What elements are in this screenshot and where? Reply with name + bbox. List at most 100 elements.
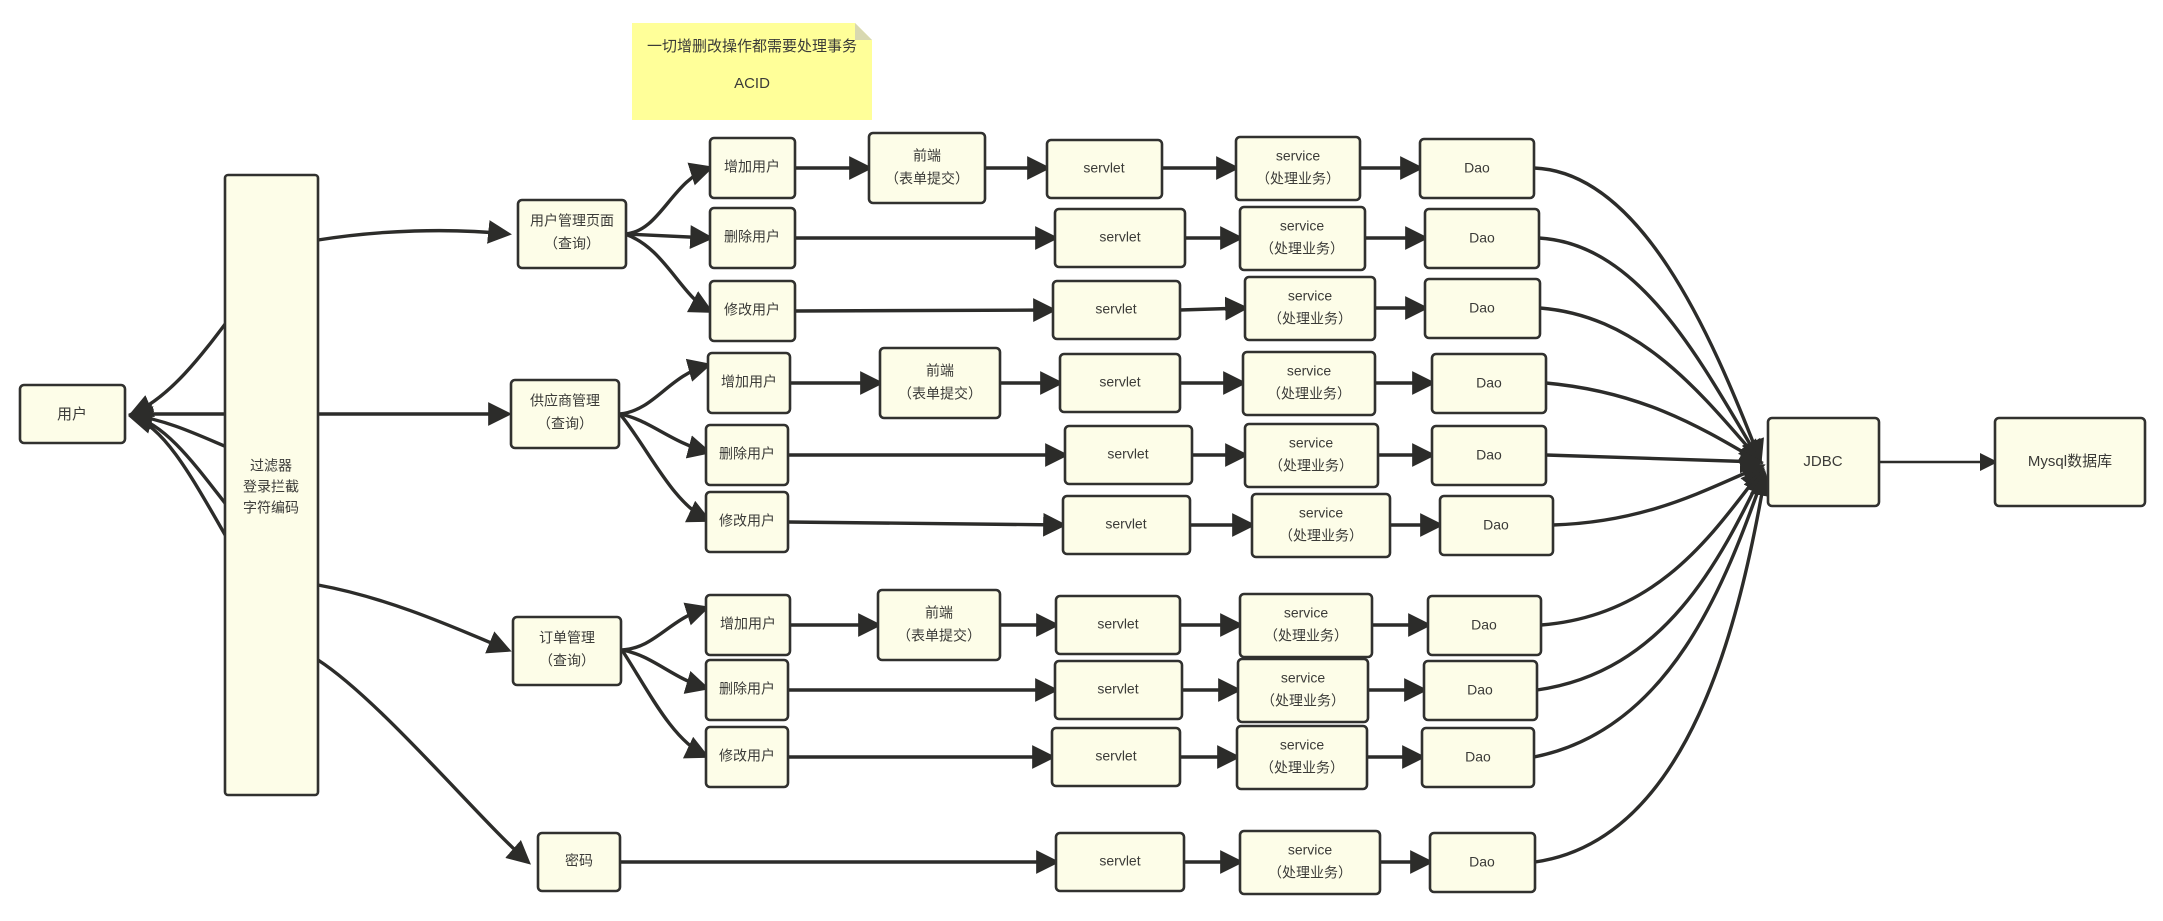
- module-box-4[interactable]: [536, 831, 622, 893]
- node-service-6[interactable]: service （处理业务）: [1250, 492, 1392, 559]
- dao-box-9[interactable]: [1420, 726, 1536, 789]
- node-action-delete-3[interactable]: 删除用户: [704, 658, 790, 722]
- node-servlet-1[interactable]: servlet: [1045, 138, 1164, 200]
- dao-box-8[interactable]: [1422, 659, 1539, 722]
- node-service-9[interactable]: service （处理业务）: [1235, 724, 1369, 791]
- node-user[interactable]: 用户: [18, 383, 127, 445]
- node-servlet-9[interactable]: servlet: [1050, 726, 1182, 788]
- node-module-supplier-management[interactable]: 供应商管理 （查询）: [509, 378, 621, 450]
- servlet-box-8[interactable]: [1053, 659, 1184, 721]
- action-box-delete-2[interactable]: [704, 423, 790, 487]
- node-module-password[interactable]: 密码: [536, 831, 622, 893]
- servlet-box-9[interactable]: [1050, 726, 1182, 788]
- service-box-9[interactable]: [1235, 724, 1369, 791]
- node-frontend-1[interactable]: 前端 （表单提交）: [867, 131, 987, 205]
- node-action-add-1[interactable]: 增加用户: [708, 136, 797, 200]
- node-action-add-3[interactable]: 增加用户: [704, 593, 792, 657]
- action-box-modify-2[interactable]: [704, 490, 790, 554]
- node-servlet-10[interactable]: servlet: [1054, 831, 1186, 893]
- node-filter[interactable]: 过滤器 登录拦截 字符编码: [223, 173, 320, 797]
- action-box-delete-3[interactable]: [704, 658, 790, 722]
- node-action-delete-2[interactable]: 删除用户: [704, 423, 790, 487]
- service-box-5[interactable]: [1243, 422, 1380, 489]
- module-box-2[interactable]: [509, 378, 621, 450]
- node-action-modify-3[interactable]: 修改用户: [704, 725, 790, 789]
- node-module-order-management[interactable]: 订单管理 （查询）: [511, 615, 623, 687]
- servlet-box-10[interactable]: [1054, 831, 1186, 893]
- servlet-box-4[interactable]: [1058, 352, 1182, 414]
- servlet-box-1[interactable]: [1045, 138, 1164, 200]
- node-servlet-6[interactable]: servlet: [1061, 494, 1192, 556]
- node-servlet-5[interactable]: servlet: [1063, 424, 1194, 486]
- service-box-1[interactable]: [1234, 135, 1362, 202]
- node-dao-7[interactable]: Dao: [1426, 594, 1543, 657]
- servlet-box-6[interactable]: [1061, 494, 1192, 556]
- node-action-delete-1[interactable]: 删除用户: [708, 206, 797, 270]
- node-dao-3[interactable]: Dao: [1423, 277, 1542, 340]
- node-servlet-7[interactable]: servlet: [1054, 594, 1182, 656]
- node-servlet-4[interactable]: servlet: [1058, 352, 1182, 414]
- servlet-box-5[interactable]: [1063, 424, 1194, 486]
- node-dao-1[interactable]: Dao: [1418, 137, 1536, 200]
- module-box-3[interactable]: [511, 615, 623, 687]
- node-dao-9[interactable]: Dao: [1420, 726, 1536, 789]
- node-service-4[interactable]: service （处理业务）: [1241, 350, 1377, 417]
- dao-box-7[interactable]: [1426, 594, 1543, 657]
- action-box-modify-3[interactable]: [704, 725, 790, 789]
- node-servlet-2[interactable]: servlet: [1053, 207, 1187, 269]
- servlet-box-3[interactable]: [1051, 279, 1182, 341]
- action-box-modify-1[interactable]: [708, 279, 797, 343]
- node-servlet-3[interactable]: servlet: [1051, 279, 1182, 341]
- frontend-box-2[interactable]: [878, 346, 1002, 420]
- node-servlet-8[interactable]: servlet: [1053, 659, 1184, 721]
- node-service-8[interactable]: service （处理业务）: [1236, 657, 1370, 724]
- node-service-3[interactable]: service （处理业务）: [1243, 275, 1377, 342]
- service-box-4[interactable]: [1241, 350, 1377, 417]
- node-action-modify-1[interactable]: 修改用户: [708, 279, 797, 343]
- node-frontend-3[interactable]: 前端 （表单提交）: [876, 588, 1002, 662]
- node-dao-5[interactable]: Dao: [1430, 424, 1548, 487]
- dao-box-3[interactable]: [1423, 277, 1542, 340]
- node-frontend-2[interactable]: 前端 （表单提交）: [878, 346, 1002, 420]
- user-box[interactable]: [18, 383, 127, 445]
- action-box-add-1[interactable]: [708, 136, 797, 200]
- mysql-box[interactable]: [1993, 416, 2147, 508]
- service-box-7[interactable]: [1238, 592, 1374, 659]
- dao-box-2[interactable]: [1423, 207, 1541, 270]
- dao-box-5[interactable]: [1430, 424, 1548, 487]
- service-box-2[interactable]: [1238, 205, 1367, 272]
- node-module-user-management[interactable]: 用户管理页面 （查询）: [516, 198, 628, 270]
- service-box-8[interactable]: [1236, 657, 1370, 724]
- jdbc-box[interactable]: [1766, 416, 1881, 508]
- service-box-10[interactable]: [1238, 829, 1382, 896]
- node-service-2[interactable]: service （处理业务）: [1238, 205, 1367, 272]
- frontend-box-1[interactable]: [867, 131, 987, 205]
- node-action-modify-2[interactable]: 修改用户: [704, 490, 790, 554]
- dao-box-4[interactable]: [1430, 352, 1548, 415]
- node-service-7[interactable]: service （处理业务）: [1238, 592, 1374, 659]
- frontend-box-3[interactable]: [876, 588, 1002, 662]
- node-dao-4[interactable]: Dao: [1430, 352, 1548, 415]
- dao-box-6[interactable]: [1438, 494, 1555, 557]
- node-service-1[interactable]: service （处理业务）: [1234, 135, 1362, 202]
- servlet-box-2[interactable]: [1053, 207, 1187, 269]
- service-box-6[interactable]: [1250, 492, 1392, 559]
- node-dao-8[interactable]: Dao: [1422, 659, 1539, 722]
- module-box-1[interactable]: [516, 198, 628, 270]
- node-service-5[interactable]: service （处理业务）: [1243, 422, 1380, 489]
- node-jdbc[interactable]: JDBC: [1766, 416, 1881, 508]
- node-action-add-2[interactable]: 增加用户: [706, 351, 792, 415]
- servlet-box-7[interactable]: [1054, 594, 1182, 656]
- dao-box-10[interactable]: [1428, 831, 1537, 894]
- service-box-3[interactable]: [1243, 275, 1377, 342]
- action-box-add-2[interactable]: [706, 351, 792, 415]
- node-service-10[interactable]: service （处理业务）: [1238, 829, 1382, 896]
- action-box-delete-1[interactable]: [708, 206, 797, 270]
- action-box-add-3[interactable]: [704, 593, 792, 657]
- node-dao-10[interactable]: Dao: [1428, 831, 1537, 894]
- node-mysql-database[interactable]: Mysql数据库: [1993, 416, 2147, 508]
- dao-box-1[interactable]: [1418, 137, 1536, 200]
- node-dao-2[interactable]: Dao: [1423, 207, 1541, 270]
- filter-box[interactable]: [223, 173, 320, 797]
- node-dao-6[interactable]: Dao: [1438, 494, 1555, 557]
